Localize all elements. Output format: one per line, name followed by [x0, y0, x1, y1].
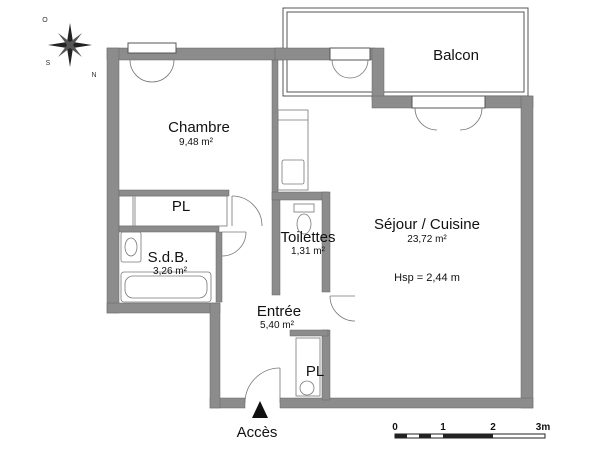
window-swings: [129, 59, 483, 131]
compass-rose-icon: [48, 23, 92, 67]
room-name-toilettes: Toilettes: [280, 229, 336, 246]
room-name-entree: Entrée: [256, 303, 302, 320]
access-arrow-icon: [252, 401, 268, 418]
toilet-fixture: [293, 203, 315, 235]
compass-letter-s: S: [45, 60, 51, 67]
windows: [127, 42, 486, 109]
room-area-toilettes: 1,31 m²: [291, 246, 325, 257]
room-area-sdb: 3,26 m²: [153, 266, 187, 277]
room-name-sdb: S.d.B.: [147, 249, 189, 266]
scale-tick-3: 3m: [535, 422, 551, 433]
room-name-sejour: Séjour / Cuisine: [374, 216, 480, 233]
room-area-entree: 5,40 m²: [260, 320, 294, 331]
scale-tick-0: 0: [392, 422, 398, 433]
walls: [106, 47, 534, 409]
room-name-balcon: Balcon: [433, 47, 479, 64]
room-area-sejour: 23,72 m²: [407, 234, 447, 245]
access-label: Accès: [236, 424, 278, 441]
closet-label-entree: PL: [305, 363, 325, 380]
compass-letter-n: N: [91, 72, 97, 79]
door-swings: [221, 195, 356, 404]
scale-bar: [394, 433, 546, 439]
closet-entree: [295, 337, 321, 397]
kitchen-counter: [277, 109, 309, 191]
scale-tick-1: 1: [440, 422, 446, 433]
ceiling-height: Hsp = 2,44 m: [394, 272, 460, 284]
compass-letter-o: O: [42, 17, 48, 24]
bathroom-fixtures: [120, 231, 212, 303]
room-name-chambre: Chambre: [168, 119, 230, 136]
closet-chambre: [118, 195, 228, 227]
closet-label-chambre: PL: [171, 198, 191, 215]
room-area-chambre: 9,48 m²: [179, 137, 213, 148]
scale-tick-2: 2: [490, 422, 496, 433]
